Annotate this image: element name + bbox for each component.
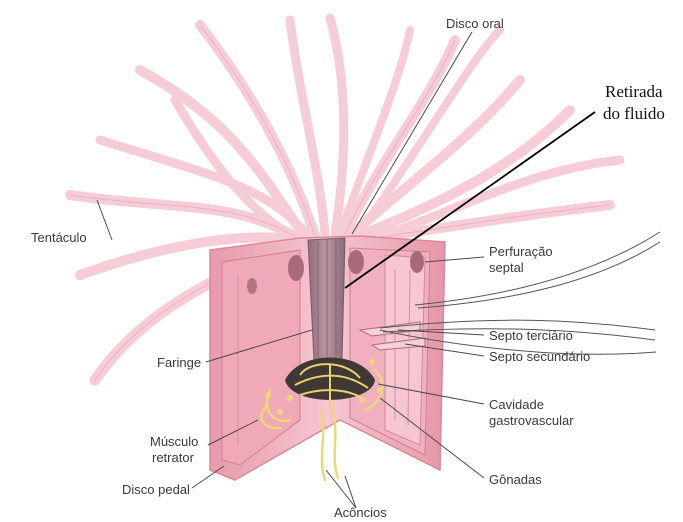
label-disco-oral: Disco oral xyxy=(446,16,504,31)
label-retirada-2: do fluido xyxy=(603,104,665,124)
label-perfuracao-2: septal xyxy=(489,260,524,275)
label-cavidade-2: gastrovascular xyxy=(489,413,574,428)
label-musculo-1: Músculo xyxy=(150,434,198,449)
label-perfuracao-1: Perfuração xyxy=(489,244,553,259)
label-septo-secundario: Septo secundário xyxy=(489,349,590,364)
label-cavidade-1: Cavidade xyxy=(489,397,544,412)
label-gonadas: Gônadas xyxy=(489,472,542,487)
label-tentaculo: Tentáculo xyxy=(31,230,87,245)
label-retirada-1: Retirada xyxy=(605,82,663,102)
label-faringe: Faringe xyxy=(157,355,201,370)
pharynx xyxy=(308,238,345,360)
label-disco-pedal: Disco pedal xyxy=(122,482,190,497)
label-septo-terciario: Septo terciário xyxy=(489,328,573,343)
label-musculo-2: retrator xyxy=(152,450,194,465)
label-aconcios: Acôncios xyxy=(334,505,387,520)
